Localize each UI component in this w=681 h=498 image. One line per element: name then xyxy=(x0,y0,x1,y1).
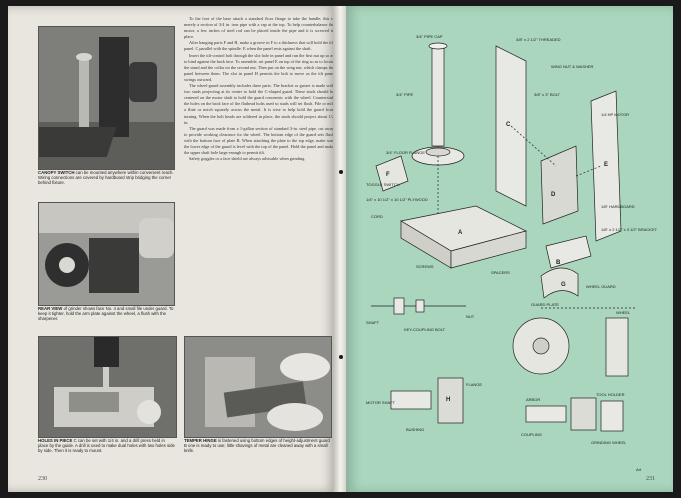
caption-canopy-title: CANOPY SWITCH xyxy=(38,170,75,175)
letter-d: D xyxy=(551,192,556,198)
binding-hole xyxy=(339,355,343,359)
photo-canopy-switch xyxy=(38,26,175,170)
label-keyway: KEY-COUPLING BOLT xyxy=(404,327,446,332)
label-wheel: WHEEL xyxy=(616,310,631,315)
label-threaded: 3/8" x 2 1/2" THREADED xyxy=(516,37,561,42)
letter-b: B xyxy=(556,260,561,266)
label-tool-holder: TOOL HOLDER xyxy=(596,392,625,397)
caption-temper: TEMPER HINGE is fastened using bottom ed… xyxy=(184,438,330,454)
article-body: To the foot of the base attach a standar… xyxy=(184,16,334,162)
label-pipe-cap: 3/4" PIPE CAP xyxy=(416,34,443,39)
label-guard-plate: GUARD PLATE xyxy=(531,302,559,307)
caption-rear: REAR VIEW of grinder shows face No. 4 an… xyxy=(38,306,174,322)
page-number-right: 231 xyxy=(646,476,655,482)
label-coupling: COUPLING xyxy=(521,432,542,437)
photo-drill-press xyxy=(38,336,177,438)
paragraph: After hanging parts F and H, make a groo… xyxy=(184,40,334,52)
letter-g: G xyxy=(561,282,566,288)
caption-drill-title: HOLES IN PIECE xyxy=(38,438,73,443)
label-wing-nut: WING NUT & WASHER xyxy=(551,64,594,69)
label-flange: FLANGE xyxy=(466,382,482,387)
letter-f: F xyxy=(386,172,390,178)
label-motor-shaft: MOTOR SHAFT xyxy=(366,400,396,405)
paragraph: To the foot of the base attach a standar… xyxy=(184,16,334,40)
label-screws: SCREWS xyxy=(416,264,434,269)
book-spine xyxy=(333,6,349,492)
paragraph: Insert the tilt-control bolt through the… xyxy=(184,52,334,82)
label-spacers: SPACERS xyxy=(491,270,510,275)
label-cord: CORD xyxy=(371,214,383,219)
photo-rear-view xyxy=(38,202,175,306)
letter-h: H xyxy=(446,397,450,403)
letter-c: C xyxy=(506,122,511,128)
caption-canopy: CANOPY SWITCH can be mounted anywhere wi… xyxy=(38,170,174,186)
right-page: 3/4" PIPE CAP 3/8" x 2 1/2" THREADED WIN… xyxy=(346,6,673,492)
binding-hole xyxy=(339,170,343,174)
label-plate: 1/4" x 10 1/2" x 10 1/2" PLYWOOD xyxy=(366,197,428,202)
letter-e: E xyxy=(604,162,608,168)
label-nut: NUT xyxy=(466,314,475,319)
caption-drill: HOLES IN PIECE C can be set with 1/4 in.… xyxy=(38,438,176,454)
label-toggle-switch: TOGGLE SWITCH xyxy=(366,182,400,187)
label-wheel-guard: WHEEL GUARD xyxy=(586,284,616,289)
paragraph: The wheel-guard assembly includes three … xyxy=(184,83,334,125)
label-arbor: ARBOR xyxy=(526,397,540,402)
paragraph: Safety goggles or a face shield are alwa… xyxy=(189,156,306,162)
label-grinding-wheel: GRINDING WHEEL xyxy=(591,440,627,445)
exploded-assembly-drawing: 3/4" PIPE CAP 3/8" x 2 1/2" THREADED WIN… xyxy=(366,34,658,472)
page-number-left: 230 xyxy=(38,476,47,482)
photo-temper-hinge xyxy=(184,336,332,438)
caption-temper-title: TEMPER HINGE xyxy=(184,438,217,443)
caption-temper-text: is fastened using bottom edges of height… xyxy=(184,438,330,454)
caption-rear-text: of grinder shows face No. 4 and small fi… xyxy=(38,306,174,322)
label-hardboard: 1/8" HARDBOARD xyxy=(601,204,635,209)
label-bushing: BUSHING xyxy=(406,427,424,432)
label-pipe: 3/4" PIPE xyxy=(396,92,414,97)
left-page: CANOPY SWITCH can be mounted anywhere wi… xyxy=(8,6,336,492)
label-floor-flange: 3/4" FLOOR FLANGE xyxy=(386,150,425,155)
paragraph: The guard was made from a 1-gallon secti… xyxy=(184,125,334,156)
label-bracket: 1/8" x 2 1/2" x 3 1/2" BRACKET xyxy=(601,227,658,232)
caption-canopy-text: can be mounted anywhere within convenien… xyxy=(38,170,174,186)
caption-rear-title: REAR VIEW xyxy=(38,306,63,311)
label-motor: 1/4 HP MOTOR xyxy=(601,112,629,117)
label-bolt: 3/8" x 3" BOLT xyxy=(534,92,561,97)
caption-drill-text: C can be set with 1/4 in. and a drill pr… xyxy=(38,438,175,454)
label-shaft: SHAFT xyxy=(366,320,380,325)
letter-a: A xyxy=(458,230,463,236)
artist-signature: Art xyxy=(636,467,642,472)
